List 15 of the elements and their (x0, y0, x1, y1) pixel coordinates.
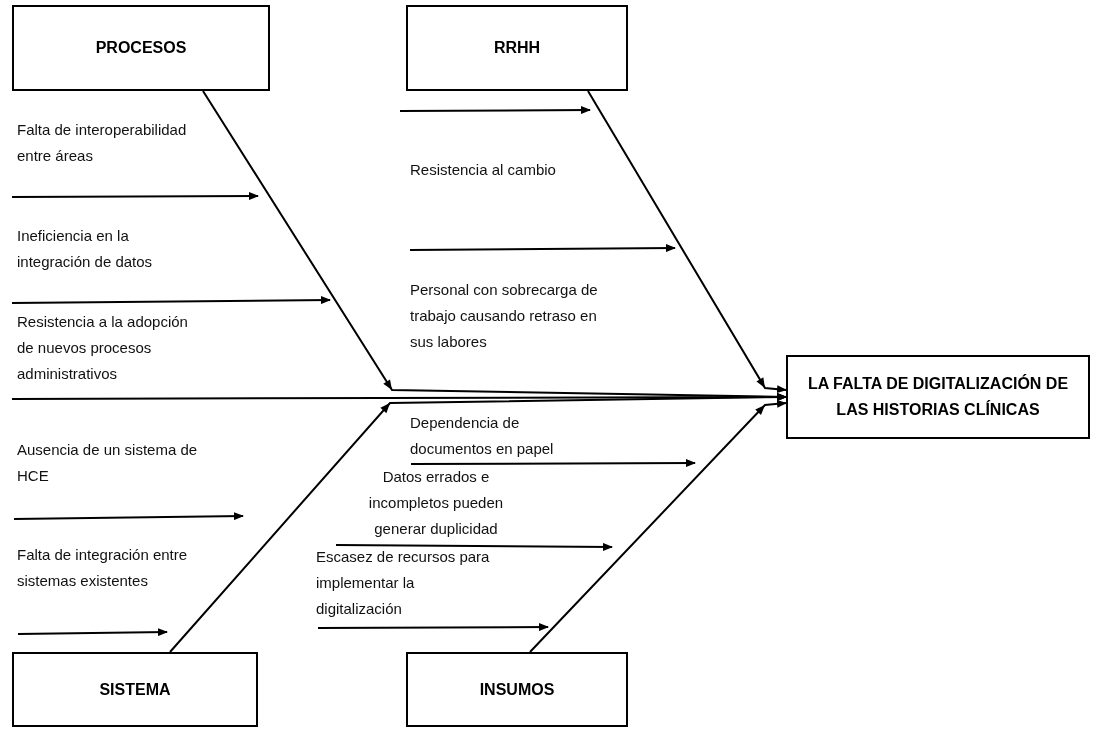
cause-text: Resistencia a la adopción de nuevos procesos administrativos (17, 312, 189, 384)
category-box: SISTEMA (12, 652, 258, 727)
cause-text: Falta de integración entre sistemas existentes (17, 545, 189, 591)
cause-text: Resistencia al cambio (410, 160, 557, 180)
cause-text: Datos errados e incompletos pueden generar duplicidad (367, 467, 505, 539)
effect-box: LA FALTA DE DIGITALIZACIÓN DE LAS HISTORIAS CLÍNICAS (786, 355, 1090, 439)
category-box: PROCESOS (12, 5, 270, 91)
cause-text: Personal con sobrecarga de trabajo causando retraso en sus labores (410, 280, 599, 352)
cause-text: Escasez de recursos para implementar la digitalización (316, 547, 491, 619)
cause-text: Ausencia de un sistema de HCE (17, 440, 199, 486)
cause-text: Dependencia de documentos en papel (410, 413, 555, 459)
cause-text: Falta de interoperabilidad entre áreas (17, 120, 188, 166)
cause-text: Ineficiencia en la integración de datos (17, 226, 154, 272)
category-box: RRHH (406, 5, 628, 91)
category-box: INSUMOS (406, 652, 628, 727)
